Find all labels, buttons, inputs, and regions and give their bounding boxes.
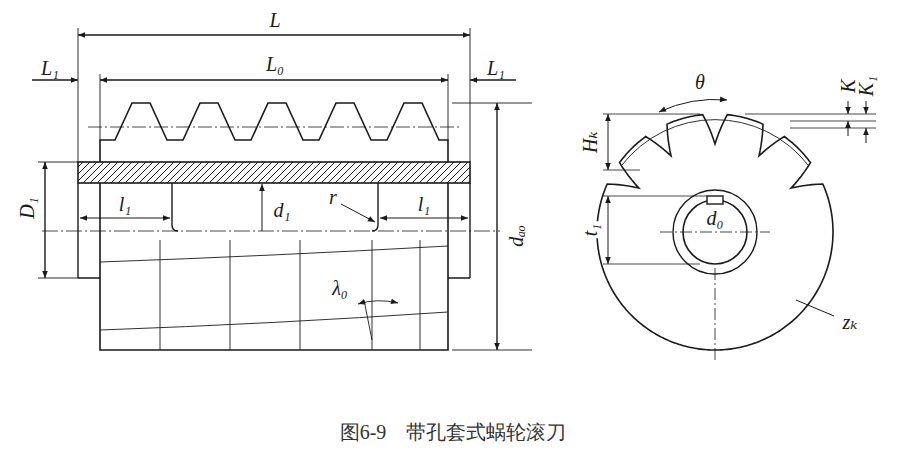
- dimension-label: t₁: [580, 222, 600, 239]
- dimension-label: θ: [693, 72, 707, 92]
- front-view-part: [42, 231, 500, 232]
- front-view-part: [80, 218, 170, 219]
- front-view-part: [100, 103, 448, 162]
- dimension-label: K₁: [856, 74, 876, 98]
- dimension-label: r: [327, 187, 339, 207]
- front-view-part-part: [420, 240, 421, 350]
- front-view-part: [38, 278, 78, 279]
- side-view-part: [659, 99, 727, 112]
- side-view-part: [603, 114, 700, 115]
- front-view-part-part: [100, 312, 448, 330]
- dimension-label: d₀: [705, 208, 726, 228]
- dimension-label: Hₖ: [580, 129, 600, 155]
- dimension-label: L: [267, 10, 282, 30]
- front-view-part: [380, 218, 468, 219]
- side-view: [597, 99, 876, 362]
- front-view-part: [78, 28, 79, 162]
- front-view-part: [78, 162, 470, 183]
- dimension-label: L₁: [39, 58, 61, 78]
- front-view-part: [262, 184, 263, 231]
- side-view-part: [715, 268, 716, 362]
- side-view-part: [745, 114, 876, 115]
- front-view-part: [32, 79, 78, 80]
- dimension-label: λ₀: [330, 278, 350, 298]
- side-view-part: [622, 120, 808, 165]
- front-view-part-part: [358, 301, 398, 304]
- side-view-part: [608, 114, 609, 170]
- front-view-part: [78, 34, 470, 35]
- side-view-part: [603, 264, 700, 265]
- side-view-part: [866, 128, 867, 143]
- front-view-part-part: [100, 246, 448, 262]
- side-view-part: [790, 128, 876, 129]
- dimension-label: l₁: [117, 194, 134, 214]
- front-view-part: [452, 350, 532, 351]
- side-view-part: [866, 101, 867, 114]
- side-view-part: [848, 121, 849, 136]
- front-view-part: [470, 79, 516, 80]
- side-view-part: [796, 300, 834, 316]
- front-view-part: [100, 240, 448, 350]
- front-view-part: [100, 183, 448, 350]
- side-view-part: [707, 196, 723, 204]
- figure-caption: 图6-9 带孔套式蜗轮滚刀: [340, 421, 567, 443]
- dimension-label: K: [838, 77, 858, 94]
- side-view-part: [660, 232, 770, 233]
- front-view-part: [44, 162, 45, 278]
- front-view-part: [78, 277, 470, 279]
- front-view-part: [496, 103, 497, 350]
- dimension-label: L₁: [485, 58, 507, 78]
- front-view-part-part: [300, 240, 301, 350]
- front-view-part-part: [160, 240, 161, 350]
- front-view-part: [470, 28, 471, 162]
- front-view-part: [38, 162, 78, 163]
- front-view-part: [469, 183, 470, 278]
- side-view-part: [603, 196, 707, 197]
- dimension-label: d₁: [272, 200, 293, 220]
- front-view-part: [100, 74, 101, 140]
- front-view-part: [88, 127, 462, 128]
- front-view: [32, 28, 532, 350]
- side-view-part: [790, 121, 876, 122]
- front-view-part: [452, 103, 532, 104]
- side-view-part: [608, 196, 609, 264]
- dimension-label: zₖ: [840, 312, 859, 332]
- front-view-part-part: [364, 300, 372, 340]
- front-view-part-part: [372, 240, 373, 350]
- dimension-label: D₁: [17, 195, 37, 220]
- dimension-label: dₐₒ: [506, 223, 526, 249]
- front-view-part: [341, 204, 375, 222]
- front-view-part: [77, 183, 78, 278]
- front-view-part: [100, 79, 448, 80]
- front-view-part: [172, 183, 378, 231]
- side-view-part: [848, 101, 849, 114]
- front-view-part: [448, 74, 449, 140]
- dimension-label: L₀: [264, 54, 286, 74]
- dimension-label: l₁: [416, 194, 433, 214]
- side-view-part: [603, 170, 640, 171]
